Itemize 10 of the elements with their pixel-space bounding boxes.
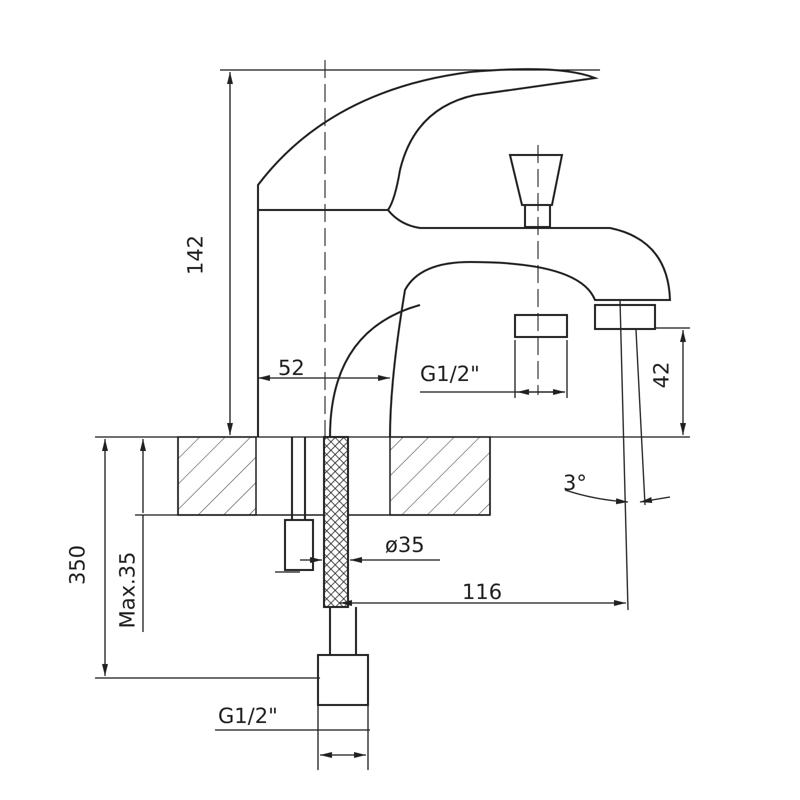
dimension-label: 350 xyxy=(68,544,88,586)
dimension-label: 116 xyxy=(462,582,502,603)
dimension-label: 3° xyxy=(563,473,587,494)
dimension-label: G1/2" xyxy=(218,706,278,727)
dimension-label: Max.35 xyxy=(118,552,138,628)
dimension-label: 42 xyxy=(652,362,672,388)
dimension-label: G1/2" xyxy=(420,364,480,385)
dimension-label: 142 xyxy=(186,234,206,276)
dimension-label: 52 xyxy=(278,358,305,379)
dimension-label: ø35 xyxy=(385,535,425,556)
